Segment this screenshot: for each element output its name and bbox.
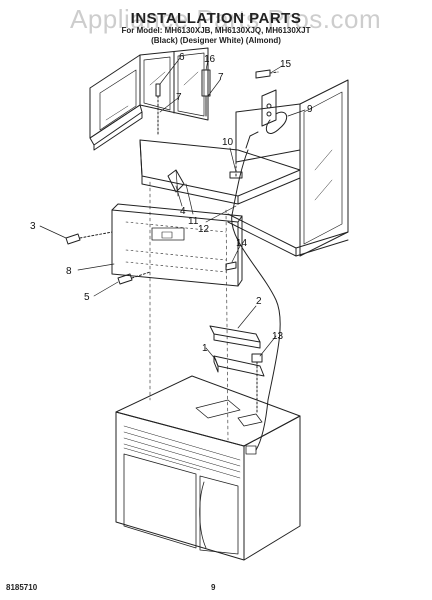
grease-filter bbox=[209, 325, 261, 343]
callout-7b: 7 bbox=[218, 72, 224, 83]
watermark: Appliance Parts Pros.com bbox=[70, 4, 382, 34]
power-cord bbox=[231, 111, 288, 451]
color-variants: (Black) (Designer White) (Almond) bbox=[151, 36, 281, 45]
callout-13: 13 bbox=[272, 331, 284, 342]
callout-16: 16 bbox=[204, 54, 216, 65]
callout-14: 14 bbox=[236, 238, 248, 249]
callout-2: 2 bbox=[256, 296, 262, 307]
callout-1: 1 bbox=[202, 343, 208, 354]
wall-cabinet bbox=[89, 47, 349, 257]
callout-10: 10 bbox=[222, 137, 234, 148]
leader-lines bbox=[39, 57, 306, 361]
top-plate bbox=[167, 169, 185, 193]
microwave-oven bbox=[115, 375, 301, 561]
callout-4: 4 bbox=[180, 206, 186, 217]
callout-numbers: 1 2 3 4 5 6 7 7 8 9 10 11 12 13 14 15 16 bbox=[30, 52, 313, 354]
document-number: 8185710 bbox=[6, 583, 38, 592]
page-number: 9 bbox=[211, 583, 216, 592]
callout-11: 11 bbox=[188, 216, 199, 227]
callout-8: 8 bbox=[66, 266, 72, 277]
callout-6: 6 bbox=[179, 52, 185, 63]
model-numbers: For Model: MH6130XJB, MH6130XJQ, MH6130X… bbox=[121, 26, 311, 35]
mounting-bolts bbox=[65, 69, 279, 413]
callout-15: 15 bbox=[280, 59, 292, 70]
callout-7a: 7 bbox=[176, 92, 182, 103]
callout-3: 3 bbox=[30, 221, 36, 232]
wall-mounting-plate bbox=[111, 203, 243, 287]
page-title: INSTALLATION PARTS bbox=[130, 10, 302, 27]
cabinet-bottom bbox=[139, 139, 301, 205]
alignment-lines bbox=[149, 181, 229, 441]
callout-5: 5 bbox=[84, 292, 90, 303]
callout-9: 9 bbox=[307, 104, 313, 115]
callout-12: 12 bbox=[198, 224, 210, 235]
